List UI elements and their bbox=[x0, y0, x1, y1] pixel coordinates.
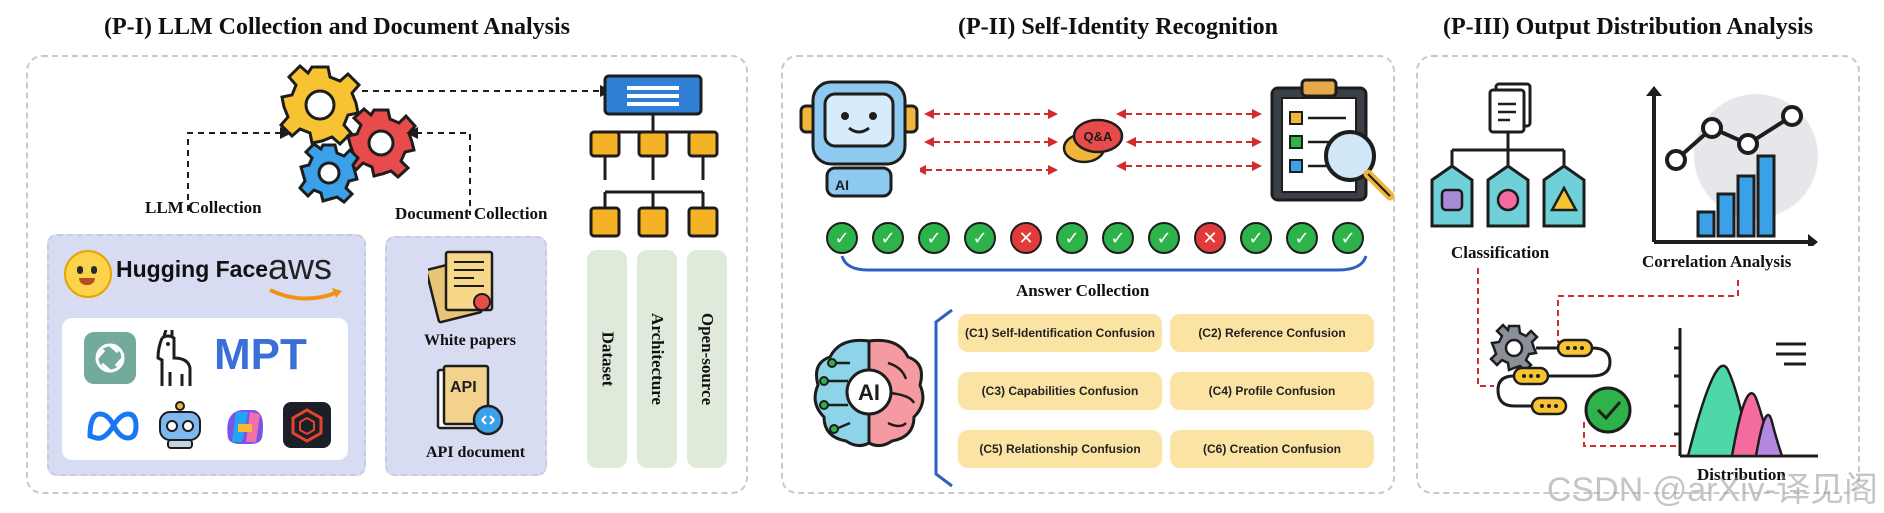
check-icon: ✓ bbox=[1286, 222, 1318, 254]
cross-icon: ✕ bbox=[1010, 222, 1042, 254]
meta-icon bbox=[87, 411, 139, 441]
confusion-c4: (C4) Profile Confusion bbox=[1170, 372, 1374, 410]
dataset-column bbox=[587, 250, 627, 468]
gear-icon-yellow bbox=[278, 63, 362, 147]
qa-bubble-text: Q&A bbox=[1084, 129, 1114, 144]
llm-collection-label: LLM Collection bbox=[145, 198, 262, 217]
check-icon: ✓ bbox=[964, 222, 996, 254]
robot-icon: AI bbox=[799, 80, 919, 198]
check-icon: ✓ bbox=[872, 222, 904, 254]
hugging-face-text: Hugging Face bbox=[116, 256, 269, 282]
gears-diagram bbox=[187, 63, 612, 215]
llama-icon bbox=[156, 330, 192, 386]
confusion-c3: (C3) Capabilities Confusion bbox=[958, 372, 1162, 410]
aws-smile-icon bbox=[269, 288, 342, 301]
qa-arrows bbox=[920, 109, 1262, 175]
answer-collection-brace bbox=[840, 255, 1368, 272]
panel-title-p1: (P-I) LLM Collection and Document Analys… bbox=[104, 14, 571, 40]
architecture-label: Architecture bbox=[648, 313, 668, 405]
confusion-bracket bbox=[934, 308, 953, 488]
panel-title-p2: (P-II) Self-Identity Recognition bbox=[958, 14, 1278, 40]
check-icon: ✓ bbox=[918, 222, 950, 254]
copilot-icon bbox=[227, 410, 263, 444]
classification-icon bbox=[1430, 82, 1586, 228]
correlation-chart-icon bbox=[1646, 86, 1818, 246]
cross-icon: ✕ bbox=[1194, 222, 1226, 254]
correlation-analysis-label: Correlation Analysis bbox=[1642, 252, 1792, 271]
assistant-robot-icon bbox=[159, 401, 201, 449]
robot-badge: AI bbox=[835, 177, 849, 193]
clipboard-search-icon bbox=[1270, 78, 1395, 202]
dataset-label: Dataset bbox=[598, 331, 618, 387]
check-icon: ✓ bbox=[826, 222, 858, 254]
aws-logo: aws bbox=[268, 246, 333, 287]
cube-logo-icon bbox=[283, 402, 331, 448]
api-document-icon: API bbox=[436, 364, 504, 436]
distribution-chart-icon bbox=[1674, 328, 1818, 458]
architecture-column bbox=[637, 250, 677, 468]
check-icon: ✓ bbox=[1056, 222, 1088, 254]
open-source-label: Open-source bbox=[698, 312, 717, 406]
gear-icon-red bbox=[345, 107, 417, 179]
gear-icon-blue bbox=[298, 142, 360, 204]
answer-collection-label: Answer Collection bbox=[1016, 281, 1150, 300]
qa-bubble-icon: Q&A bbox=[1062, 118, 1124, 164]
check-icon: ✓ bbox=[1148, 222, 1180, 254]
hugging-face-icon bbox=[64, 250, 112, 298]
open-source-column bbox=[687, 250, 727, 468]
api-icon-text: API bbox=[450, 379, 477, 396]
confusion-c5: (C5) Relationship Confusion bbox=[958, 430, 1162, 468]
confusion-c2: (C2) Reference Confusion bbox=[1170, 314, 1374, 352]
check-icon: ✓ bbox=[1240, 222, 1272, 254]
openai-icon bbox=[84, 332, 136, 384]
white-paper-icon bbox=[428, 250, 494, 324]
distribution-label: Distribution bbox=[1697, 465, 1786, 484]
ai-brain-icon: AI bbox=[813, 338, 925, 448]
mpt-logo: MPT bbox=[214, 330, 307, 379]
confusion-c1: (C1) Self-Identification Confusion bbox=[958, 314, 1162, 352]
check-icon: ✓ bbox=[1332, 222, 1364, 254]
hierarchy-icon bbox=[589, 74, 719, 238]
workflow-gear-icon bbox=[1489, 323, 1632, 434]
white-papers-label: White papers bbox=[424, 332, 516, 349]
document-sources-box bbox=[385, 236, 547, 476]
watermark: CSDN @arXiv-译见阁 bbox=[1546, 471, 1878, 509]
check-icon: ✓ bbox=[1102, 222, 1134, 254]
panel-title-p3: (P-III) Output Distribution Analysis bbox=[1443, 14, 1814, 40]
document-collection-label: Document Collection bbox=[395, 204, 548, 223]
api-document-label: API document bbox=[426, 444, 526, 461]
classification-label: Classification bbox=[1451, 243, 1550, 262]
confusion-c6: (C6) Creation Confusion bbox=[1170, 430, 1374, 468]
brain-badge: AI bbox=[858, 380, 880, 405]
